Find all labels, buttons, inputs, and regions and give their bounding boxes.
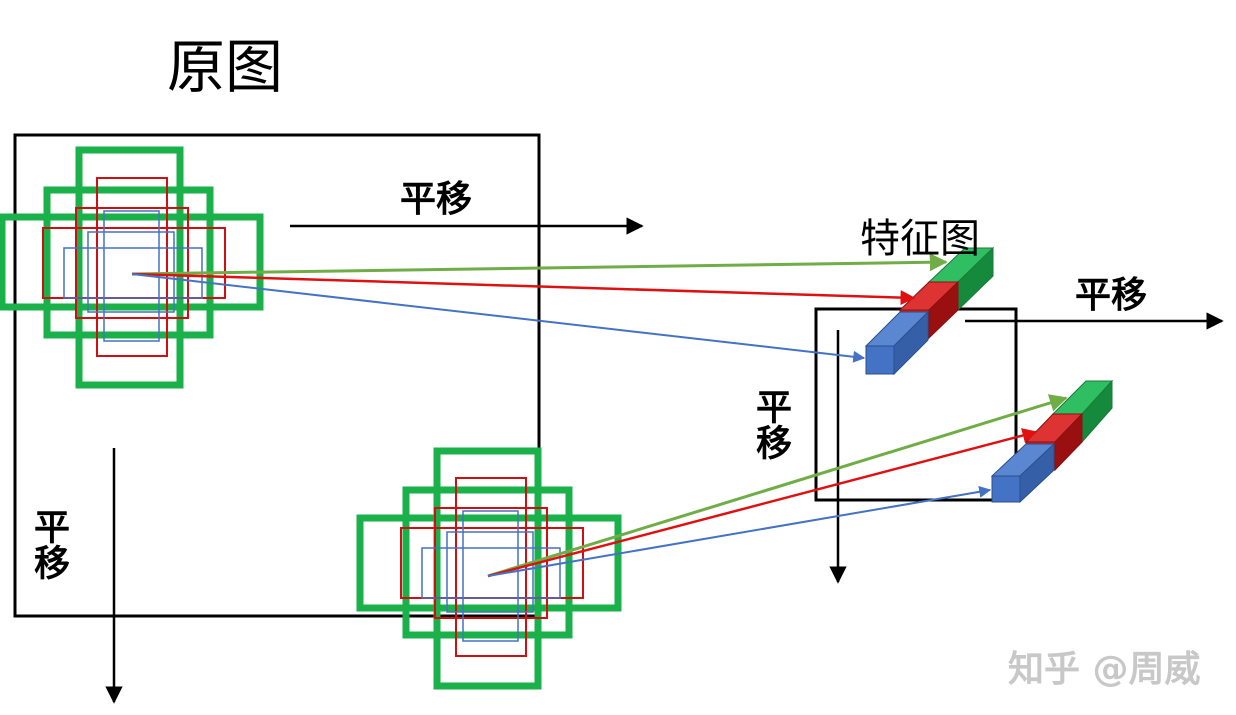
- original-image-frame: [13, 133, 541, 618]
- cube-red-side: [928, 280, 959, 340]
- feature-cube-stack-lower: [990, 379, 1114, 504]
- anchor-box-green: [356, 514, 622, 612]
- anchor-group-bottom-right: [356, 447, 622, 690]
- anchor-box-red: [434, 507, 548, 619]
- anchor-box-red: [96, 177, 168, 357]
- anchor-box-red: [75, 207, 189, 319]
- cube-blue-front: [991, 475, 1021, 503]
- watermark: 知乎 @周威: [1008, 649, 1201, 690]
- anchor-box-green: [433, 447, 542, 690]
- feature-map-title: 特征图: [860, 216, 980, 262]
- anchor-box-red: [42, 227, 226, 299]
- shift-down-label: 平移: [28, 508, 69, 580]
- anchor-box-blue: [462, 510, 519, 642]
- cube-blue-side: [1019, 442, 1055, 504]
- anchor-box-blue: [87, 231, 175, 313]
- map-arrow-red: [487, 428, 1038, 578]
- map-arrow-red: [131, 272, 916, 306]
- feature-shift-right-label: 平移: [1075, 275, 1148, 316]
- cube-blue-front: [865, 345, 895, 375]
- anchor-box-blue: [446, 531, 534, 613]
- feature-shift-down-label: 平移: [750, 388, 791, 460]
- map-arrow-green: [487, 394, 1068, 578]
- anchor-box-green: [43, 186, 214, 339]
- map-arrow-green: [131, 253, 948, 276]
- original-image-title: 原图: [167, 33, 284, 101]
- cube-red-side: [1054, 412, 1083, 472]
- map-arrow-blue: [131, 273, 866, 363]
- anchor-box-blue: [421, 547, 561, 599]
- anchor-group-top-left: [0, 146, 264, 389]
- anchor-box-green: [0, 213, 264, 311]
- feature-cube-stack-upper: [864, 246, 995, 376]
- map-arrow-blue: [487, 485, 992, 577]
- shift-right-label: 平移: [400, 179, 473, 220]
- anchor-box-red: [400, 527, 584, 599]
- cube-blue-side: [893, 310, 929, 376]
- anchor-box-green: [75, 146, 184, 389]
